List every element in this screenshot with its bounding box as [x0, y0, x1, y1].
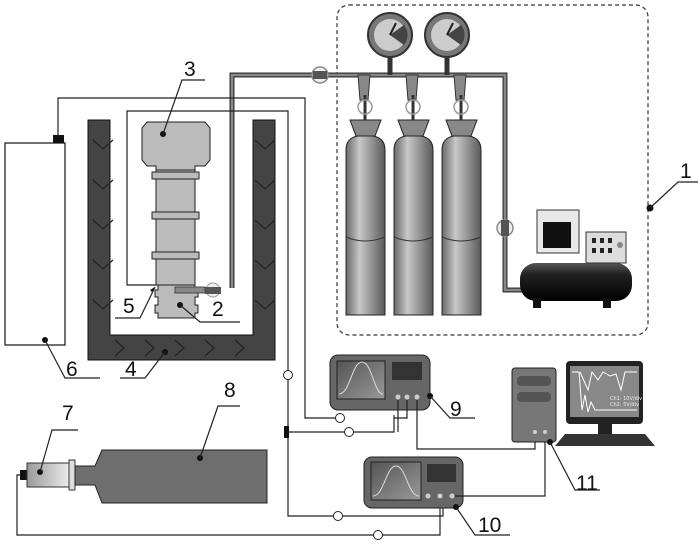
gas-cylinder-6: [4, 97, 336, 419]
label-3: 3: [184, 58, 196, 81]
valve-icon: [496, 219, 514, 237]
furnace: [87, 119, 276, 379]
oscilloscope-9: [329, 354, 536, 450]
label-5: 5: [123, 295, 135, 318]
monitor-ch2-text: Ch2: 5V/div: [610, 402, 639, 408]
gas-cylinder-icon: [393, 74, 434, 316]
computer-11: Ch1: 10V/div Ch2: 5V/div: [511, 361, 655, 491]
label-2: 2: [212, 298, 224, 321]
gas-cylinder-icon: [441, 74, 482, 316]
label-8: 8: [224, 379, 236, 402]
label-7: 7: [62, 402, 74, 425]
bar-8: [74, 405, 268, 504]
monitor-ch1-text: Ch1: 10V/div: [610, 396, 642, 402]
label-10: 10: [478, 514, 501, 537]
shock-tube: [141, 79, 211, 286]
valve-icon: [205, 282, 221, 298]
base-2: [115, 282, 240, 323]
valve-icon: [311, 66, 329, 84]
label-6: 6: [66, 358, 78, 381]
pressure-gauge-icon: [424, 12, 470, 75]
label-1: 1: [680, 160, 692, 183]
oscilloscope-10: [363, 440, 546, 536]
dashed-boundary: [336, 4, 649, 336]
label-11: 11: [576, 472, 598, 495]
air-compressor: [520, 209, 632, 308]
gas-cylinder-icon: [345, 74, 386, 316]
gas-supply-system: [229, 4, 698, 336]
transducer-7: [20, 429, 78, 491]
label-9: 9: [450, 398, 462, 421]
label-4: 4: [125, 358, 137, 381]
pressure-gauge-icon: [367, 12, 413, 75]
